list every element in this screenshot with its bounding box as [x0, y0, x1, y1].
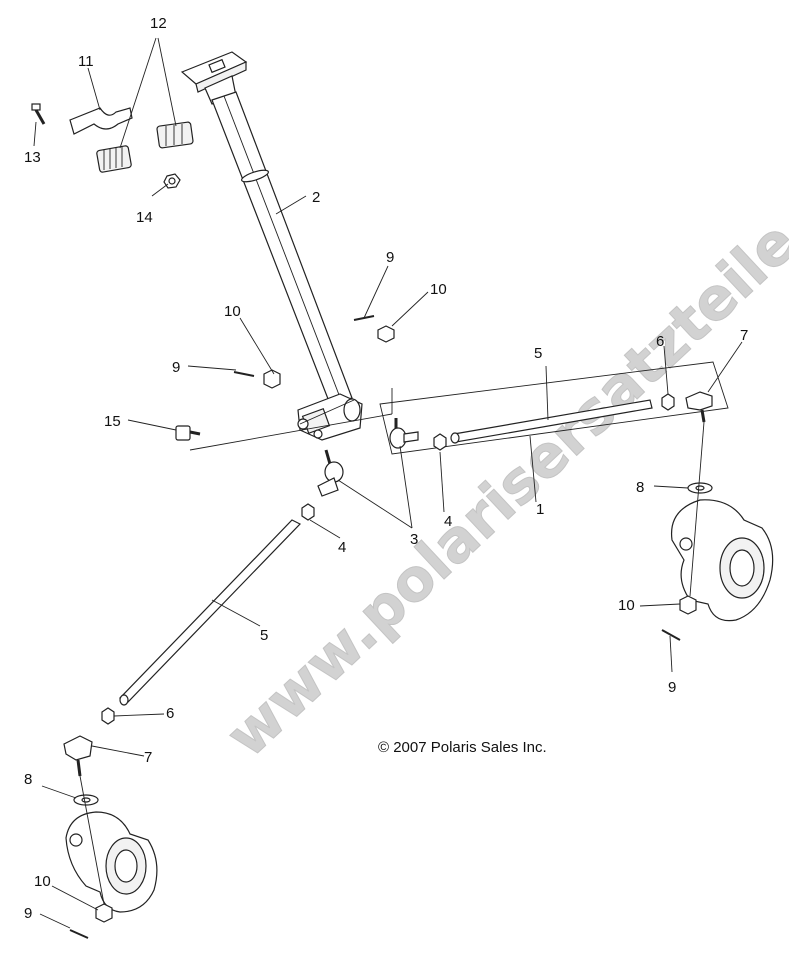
callout-3: 3 [410, 531, 418, 548]
castle-nut-left-10 [95, 903, 113, 923]
castle-nut-right-10 [679, 595, 697, 615]
steering-knuckle-right [670, 499, 774, 622]
callout-9-mid-left: 9 [172, 359, 180, 376]
callout-labels: 12 11 13 14 2 9 10 10 9 15 5 6 7 1 4 3 4… [24, 15, 748, 922]
callout-5-left: 5 [260, 627, 268, 644]
tie-rod-assembly-frame [379, 361, 729, 455]
steering-column [180, 51, 363, 441]
jam-nut-left-6 [101, 707, 115, 725]
callout-1: 1 [536, 501, 544, 518]
callout-4-right: 4 [444, 513, 452, 530]
callout-10-left: 10 [34, 873, 51, 890]
callout-9-right: 9 [668, 679, 676, 696]
callout-7-left: 7 [144, 749, 152, 766]
leader-lines [33, 37, 743, 929]
steering-knuckle-left [65, 811, 158, 913]
callout-8-left: 8 [24, 771, 32, 788]
bolt-13 [31, 103, 46, 125]
outer-tie-rod-end-right [685, 391, 713, 423]
tie-rod-left [119, 519, 301, 706]
callout-14: 14 [136, 209, 153, 226]
cotter-pin-left-9 [69, 929, 89, 939]
callout-13: 13 [24, 149, 41, 166]
washer-left-8 [73, 794, 99, 806]
callout-4-left: 4 [338, 539, 346, 556]
cotter-pin-mid-left [233, 371, 255, 377]
callout-6-left: 6 [166, 705, 174, 722]
cotter-pin-right-9 [661, 629, 681, 641]
castle-nut-mid-left [263, 369, 281, 389]
callout-9-left: 9 [24, 905, 32, 922]
callout-6-right: 6 [656, 333, 664, 350]
outer-tie-rod-end-left [63, 735, 93, 777]
bushing-upper [156, 121, 194, 149]
callout-7-right: 7 [740, 327, 748, 344]
callout-9-upper-right: 9 [386, 249, 394, 266]
inner-tie-rod-end-left [317, 449, 344, 497]
callout-8-right: 8 [636, 479, 644, 496]
tie-rod-right [450, 399, 653, 444]
jam-nut-left-4 [301, 503, 315, 521]
mount-bracket [69, 107, 133, 135]
watermark-text: www.polarisersatzteile.de [213, 138, 789, 771]
callout-12: 12 [150, 15, 167, 32]
callout-11: 11 [78, 53, 94, 70]
bushing-lower [96, 145, 132, 173]
washer-right-8 [687, 482, 713, 494]
jam-nut-right-4 [433, 433, 447, 451]
callout-2: 2 [312, 189, 320, 206]
callout-10-upper-right: 10 [430, 281, 447, 298]
jam-nut-right-6 [661, 393, 675, 411]
inner-tie-rod-end-right [389, 418, 419, 449]
copyright-notice: © 2007 Polaris Sales Inc. [378, 739, 547, 756]
castle-nut-upper-right [377, 325, 395, 343]
callout-10-right: 10 [618, 597, 635, 614]
callout-15: 15 [104, 413, 121, 430]
bolt-15 [175, 425, 201, 441]
callout-5-right: 5 [534, 345, 542, 362]
callout-10-mid-left: 10 [224, 303, 241, 320]
nut-14 [163, 173, 181, 189]
